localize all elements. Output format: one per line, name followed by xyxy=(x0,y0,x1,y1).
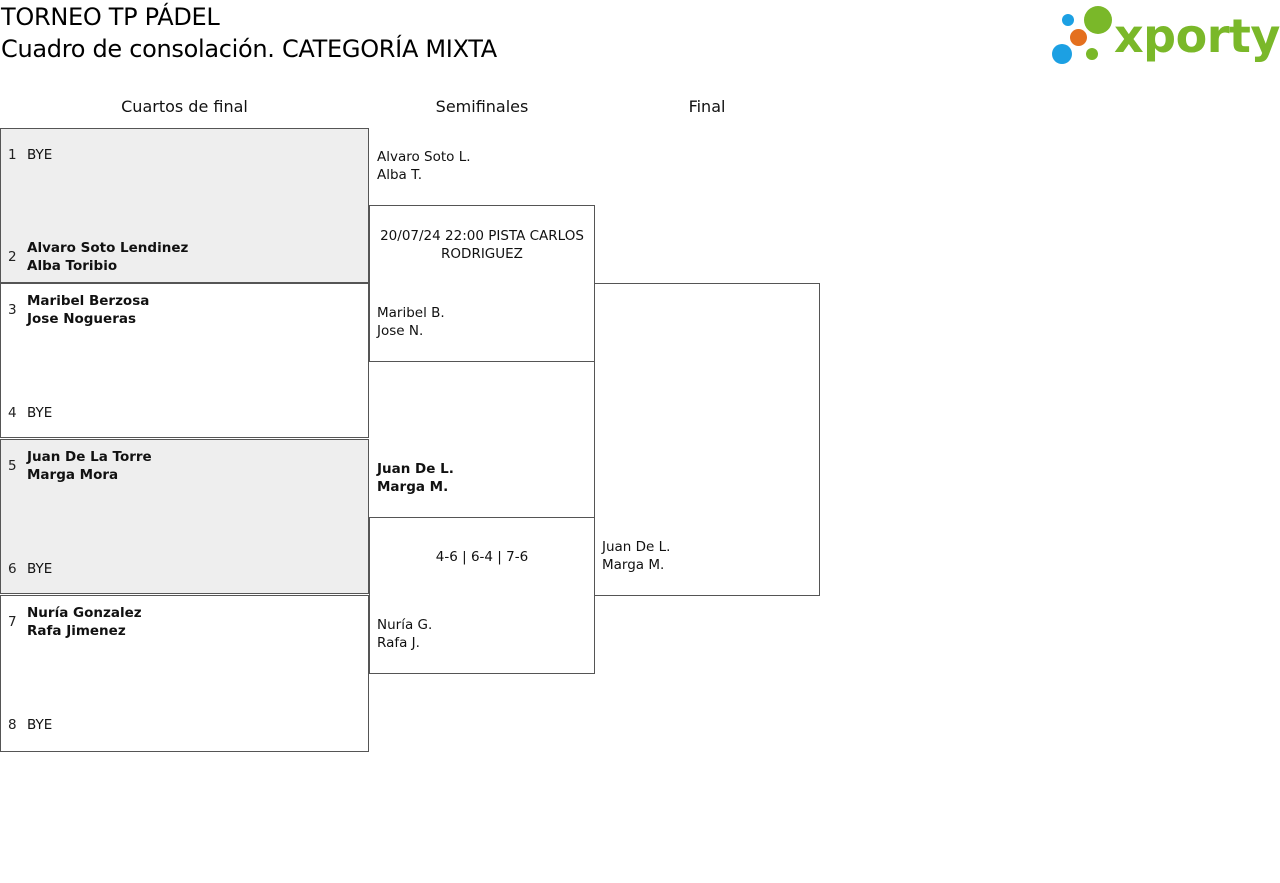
team-player: Alvaro Soto Lendinez xyxy=(27,240,189,256)
logo-green-dot xyxy=(1084,6,1112,34)
team-player: Juan De L. xyxy=(602,539,671,555)
team-slot-4: 4 BYE xyxy=(8,404,52,422)
semifinal-team-2[interactable]: Maribel B. Jose N. xyxy=(377,304,445,340)
semifinal-2-score: 4-6 | 6-4 | 7-6 xyxy=(435,549,529,565)
xporty-logo[interactable]: xporty xyxy=(1050,4,1280,68)
semifinal-1-schedule: 20/07/24 22:00 PISTA CARLOS RODRIGUEZ xyxy=(380,228,584,262)
team-slot-2: 2 Alvaro Soto Lendinez Alba Toribio xyxy=(8,239,188,275)
team-player: Jose Nogueras xyxy=(27,311,136,327)
seed-number: 4 xyxy=(8,405,17,421)
team-player: Nuría G. xyxy=(377,617,433,633)
semifinal-team-4[interactable]: Nuría G. Rafa J. xyxy=(377,616,432,652)
team-player: Nuría Gonzalez xyxy=(27,605,142,621)
seed-number: 5 xyxy=(8,458,17,474)
quarterfinal-match-3[interactable]: 5 Juan De La Torre Marga Mora 6 BYE xyxy=(0,439,369,594)
seed-number: 7 xyxy=(8,614,17,630)
round-header-final: Final xyxy=(688,97,726,116)
tournament-title: TORNEO TP PÁDEL xyxy=(1,3,220,31)
team-player: Rafa J. xyxy=(377,635,420,651)
team-player: BYE xyxy=(27,147,53,163)
round-header-semis: Semifinales xyxy=(435,97,529,116)
seed-number: 6 xyxy=(8,561,17,577)
logo-blue-dot xyxy=(1052,44,1072,64)
final-connector xyxy=(594,283,820,596)
team-player: BYE xyxy=(27,405,53,421)
team-player: Maribel Berzosa xyxy=(27,293,150,309)
logo-blue-small-dot xyxy=(1062,14,1074,26)
semifinal-connector-1 xyxy=(369,205,595,362)
semifinal-team-1[interactable]: Alvaro Soto L. Alba T. xyxy=(377,148,471,184)
team-player: Juan De La Torre xyxy=(27,449,152,465)
bracket-subtitle: Cuadro de consolación. CATEGORÍA MIXTA xyxy=(1,35,497,63)
logo-green-small-dot xyxy=(1086,48,1098,60)
team-player: Alba T. xyxy=(377,167,423,183)
team-player: Marga Mora xyxy=(27,467,119,483)
team-slot-6: 6 BYE xyxy=(8,560,52,578)
quarterfinal-match-4[interactable]: 7 Nuría Gonzalez Rafa Jimenez 8 BYE xyxy=(0,595,369,752)
team-player: BYE xyxy=(27,717,53,733)
seed-number: 8 xyxy=(8,717,17,733)
team-player: BYE xyxy=(27,561,53,577)
team-player: Alvaro Soto L. xyxy=(377,149,471,165)
team-slot-7: 7 Nuría Gonzalez Rafa Jimenez xyxy=(8,604,142,640)
semifinal-team-3[interactable]: Juan De L. Marga M. xyxy=(377,460,454,496)
team-player: Marga M. xyxy=(602,557,665,573)
team-player: Maribel B. xyxy=(377,305,445,321)
quarterfinal-match-1[interactable]: 1 BYE 2 Alvaro Soto Lendinez Alba Toribi… xyxy=(0,128,369,283)
team-slot-8: 8 BYE xyxy=(8,716,52,734)
final-team[interactable]: Juan De L. Marga M. xyxy=(602,538,670,574)
team-slot-3: 3 Maribel Berzosa Jose Nogueras xyxy=(8,292,149,328)
quarterfinal-match-2[interactable]: 3 Maribel Berzosa Jose Nogueras 4 BYE xyxy=(0,283,369,438)
seed-number: 2 xyxy=(8,249,17,265)
logo-wordmark: xporty xyxy=(1114,9,1280,63)
team-player: Juan De L. xyxy=(377,461,454,477)
team-player: Alba Toribio xyxy=(27,258,118,274)
round-header-quarters: Cuartos de final xyxy=(121,97,248,116)
seed-number: 3 xyxy=(8,302,17,318)
semifinal-connector-2 xyxy=(369,517,595,674)
team-player: Marga M. xyxy=(377,479,449,495)
team-slot-5: 5 Juan De La Torre Marga Mora xyxy=(8,448,152,484)
seed-number: 1 xyxy=(8,147,17,163)
logo-orange-dot xyxy=(1070,29,1087,46)
team-slot-1: 1 BYE xyxy=(8,146,52,164)
team-player: Rafa Jimenez xyxy=(27,623,126,639)
team-player: Jose N. xyxy=(377,323,424,339)
